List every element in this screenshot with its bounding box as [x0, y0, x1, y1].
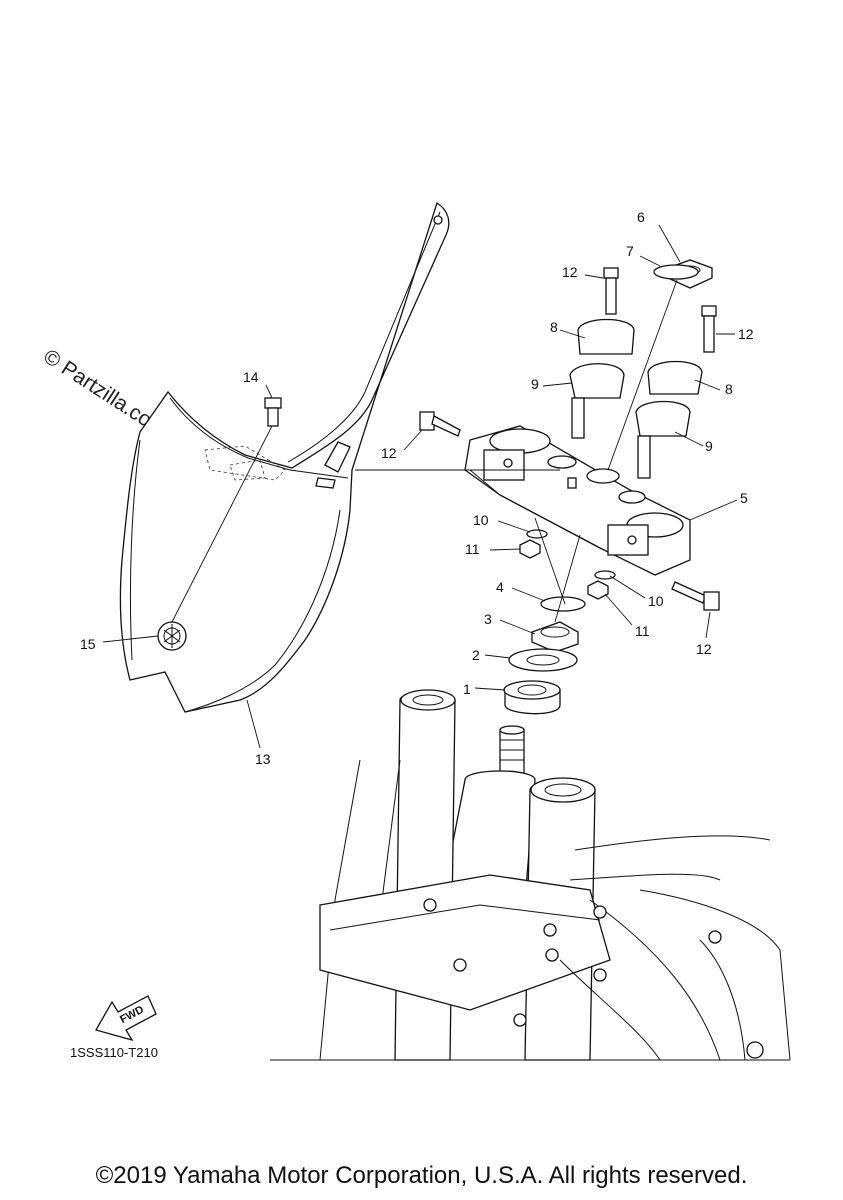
callout-12a: 12	[562, 264, 578, 280]
upper-bracket	[464, 425, 691, 576]
washer-10-left	[526, 529, 548, 539]
leader-lines	[102, 224, 738, 749]
callout-9a: 9	[531, 376, 539, 392]
fwd-arrow-icon: FWD	[95, 995, 157, 1042]
washer-7	[653, 264, 699, 280]
callout-8b: 8	[725, 381, 733, 397]
bearing-1	[503, 680, 561, 715]
ring-nut-3	[531, 621, 579, 653]
callout-10b: 10	[648, 593, 664, 609]
diagram-code: 1SSS110-T210	[70, 1045, 158, 1060]
nut-11-left	[519, 539, 541, 559]
callout-13: 13	[255, 751, 271, 767]
callout-10a: 10	[473, 512, 489, 528]
callout-11a: 11	[465, 541, 480, 557]
callout-12d: 12	[696, 641, 712, 657]
handlebar-holder-left	[569, 267, 635, 439]
callout-6: 6	[637, 209, 645, 225]
bolt-12-right	[671, 581, 720, 611]
callout-11b: 11	[635, 623, 650, 639]
callout-9b: 9	[705, 438, 713, 454]
callout-4: 4	[496, 579, 504, 595]
bolt-14	[264, 397, 282, 427]
callout-7: 7	[626, 243, 634, 259]
nut-11-right	[587, 580, 609, 600]
callout-15: 15	[80, 636, 96, 652]
bearing-cover-2	[508, 648, 578, 672]
callout-12b: 12	[738, 326, 754, 342]
number-plate	[119, 201, 450, 713]
callout-12c: 12	[381, 445, 397, 461]
copyright-notice: ©2019 Yamaha Motor Corporation, U.S.A. A…	[95, 1162, 748, 1189]
callout-3: 3	[484, 611, 492, 627]
washer-10-right	[594, 570, 616, 580]
fork-and-frame	[270, 689, 791, 1061]
callout-5: 5	[740, 490, 748, 506]
bolt-12-left	[419, 411, 461, 437]
callout-2: 2	[472, 647, 480, 663]
callouts: 1 2 3 4 5 6 7 12 8 9 12 8 9 12 10 11 10 …	[80, 209, 754, 767]
callout-8a: 8	[550, 319, 558, 335]
callout-1: 1	[463, 681, 471, 697]
handlebar-holder-right	[635, 305, 717, 479]
callout-14: 14	[243, 369, 259, 385]
